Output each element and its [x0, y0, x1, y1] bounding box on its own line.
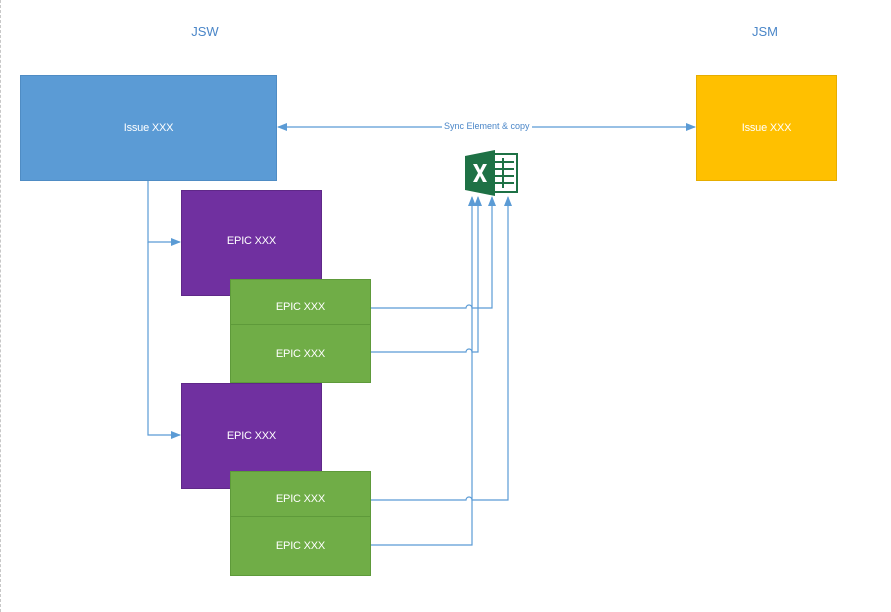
excel-icon [465, 150, 520, 196]
tree-connector-epic-2 [147, 242, 181, 439]
page-border [0, 0, 1, 612]
epic-box-1[interactable]: EPIC XXX [181, 190, 322, 296]
epic-1-child-2-label: EPIC XXX [275, 347, 326, 360]
jsm-issue-label: Issue XXX [741, 122, 792, 134]
excel-link-epic-2-child-2 [371, 196, 476, 546]
epic-2-child-1-label: EPIC XXX [275, 493, 326, 505]
excel-link-epic-1-child-1 [371, 196, 496, 309]
tree-connector-epic-1 [147, 180, 181, 246]
jsm-issue-box[interactable]: Issue XXX [696, 75, 837, 181]
epic-1-child-1-label: EPIC XXX [275, 301, 326, 313]
jsw-issue-label: Issue XXX [123, 122, 174, 134]
epic-1-child-2-box[interactable]: EPIC XXX [230, 324, 371, 383]
epic-2-child-2-box[interactable]: EPIC XXX [230, 516, 371, 576]
epic-2-child-2-label: EPIC XXX [275, 540, 326, 552]
excel-link-epic-2-child-1 [371, 196, 512, 501]
sync-label: Sync Element & copy [442, 121, 532, 131]
jsw-issue-box[interactable]: Issue XXX [20, 75, 277, 181]
column-title-jsw: JSW [191, 24, 219, 39]
excel-link-epic-1-child-2 [371, 196, 482, 353]
epic-1-label: EPIC XXX [226, 235, 277, 247]
epic-2-label: EPIC XXX [226, 430, 277, 442]
column-title-jsm: JSM [752, 24, 778, 39]
